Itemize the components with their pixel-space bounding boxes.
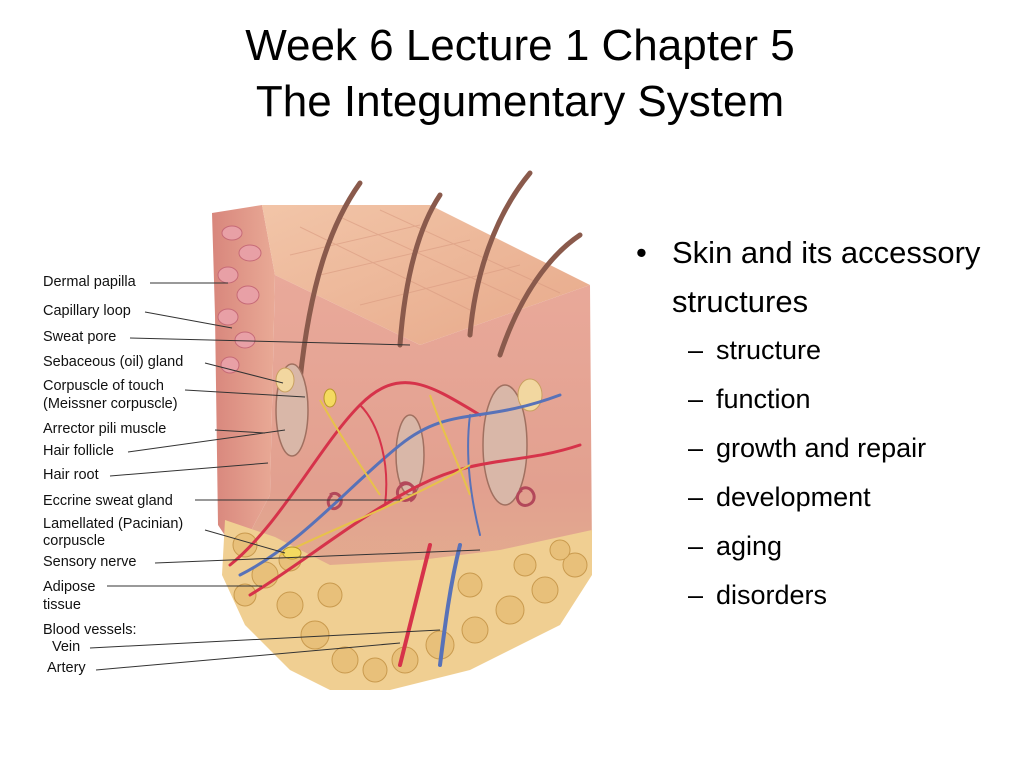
sub-bullet-text: disorders <box>716 580 828 610</box>
bullet-list: • Skin and its accessory structures – st… <box>632 228 1012 620</box>
title-line-1: Week 6 Lecture 1 Chapter 5 <box>245 21 795 70</box>
label-eccrine-sweat-gland: Eccrine sweat gland <box>43 493 173 509</box>
sub-bullet-dash: – <box>688 482 704 512</box>
blood-vessels <box>228 381 582 667</box>
fat-lobules <box>232 532 588 683</box>
sub-bullet-dash: – <box>688 335 704 365</box>
sub-bullet-structure: – structure <box>632 326 1012 375</box>
label-sebaceous-gland: Sebaceous (oil) gland <box>43 354 184 370</box>
skin-illustration <box>89 170 592 690</box>
label-sensory-nerve: Sensory nerve <box>43 554 137 570</box>
label-blood-vessels: Blood vessels: <box>43 622 137 638</box>
label-corpuscle: corpuscle <box>43 533 106 549</box>
nerves <box>279 394 471 556</box>
label-corpuscle-of-touch: Corpuscle of touch <box>43 378 164 394</box>
bullet-dot: • <box>636 235 647 270</box>
label-hair-root: Hair root <box>43 467 99 483</box>
label-meissner-corpuscle: (Meissner corpuscle) <box>43 396 178 412</box>
sub-bullet-text: structure <box>716 335 822 365</box>
bullet-main-text: Skin and its accessory structures <box>672 235 981 319</box>
title-line-2: The Integumentary System <box>255 77 785 126</box>
pacinian-corpuscle <box>282 546 302 560</box>
sub-bullet-development: – development <box>632 473 1012 522</box>
label-capillary-loop: Capillary loop <box>43 303 131 319</box>
sub-bullet-disorders: – disorders <box>632 571 1012 620</box>
label-sweat-pore: Sweat pore <box>43 329 117 345</box>
sub-bullet-function: – function <box>632 375 1012 424</box>
hair-shafts <box>297 170 583 383</box>
label-hair-follicle: Hair follicle <box>43 443 114 459</box>
leader-lines <box>89 282 481 671</box>
epidermal-ridges <box>217 225 262 374</box>
label-lamellated-corpuscle: Lamellated (Pacinian) <box>43 516 184 532</box>
sub-bullet-growth-and-repair: – growth and repair <box>632 424 1012 473</box>
label-adipose: Adipose <box>43 579 96 595</box>
sub-bullet-dash: – <box>688 531 704 561</box>
slide-title: Week 6 Lecture 1 Chapter 5 The Integumen… <box>0 18 1024 130</box>
sub-bullet-dash: – <box>688 580 704 610</box>
sub-bullet-text: growth and repair <box>716 433 927 463</box>
sub-bullet-dash: – <box>688 433 704 463</box>
skin-surface <box>262 205 590 345</box>
label-dermal-papilla: Dermal papilla <box>43 274 136 290</box>
sub-bullet-text: aging <box>716 531 783 561</box>
hair-follicles <box>275 363 528 506</box>
meissner-corpuscle <box>323 388 337 408</box>
label-tissue: tissue <box>43 597 81 613</box>
sub-bullet-text: development <box>716 482 871 512</box>
label-artery: Artery <box>47 660 86 676</box>
label-vein: Vein <box>52 639 81 655</box>
sub-bullet-dash: – <box>688 384 704 414</box>
skin-side-face <box>212 205 275 555</box>
sub-bullet-text: function <box>716 384 811 414</box>
bullet-main: • Skin and its accessory structures <box>632 228 1012 326</box>
skin-diagram: Dermal papilla Capillary loop Sweat pore… <box>0 165 610 705</box>
label-arrector-pili: Arrector pili muscle <box>43 421 167 437</box>
sub-bullet-aging: – aging <box>632 522 1012 571</box>
